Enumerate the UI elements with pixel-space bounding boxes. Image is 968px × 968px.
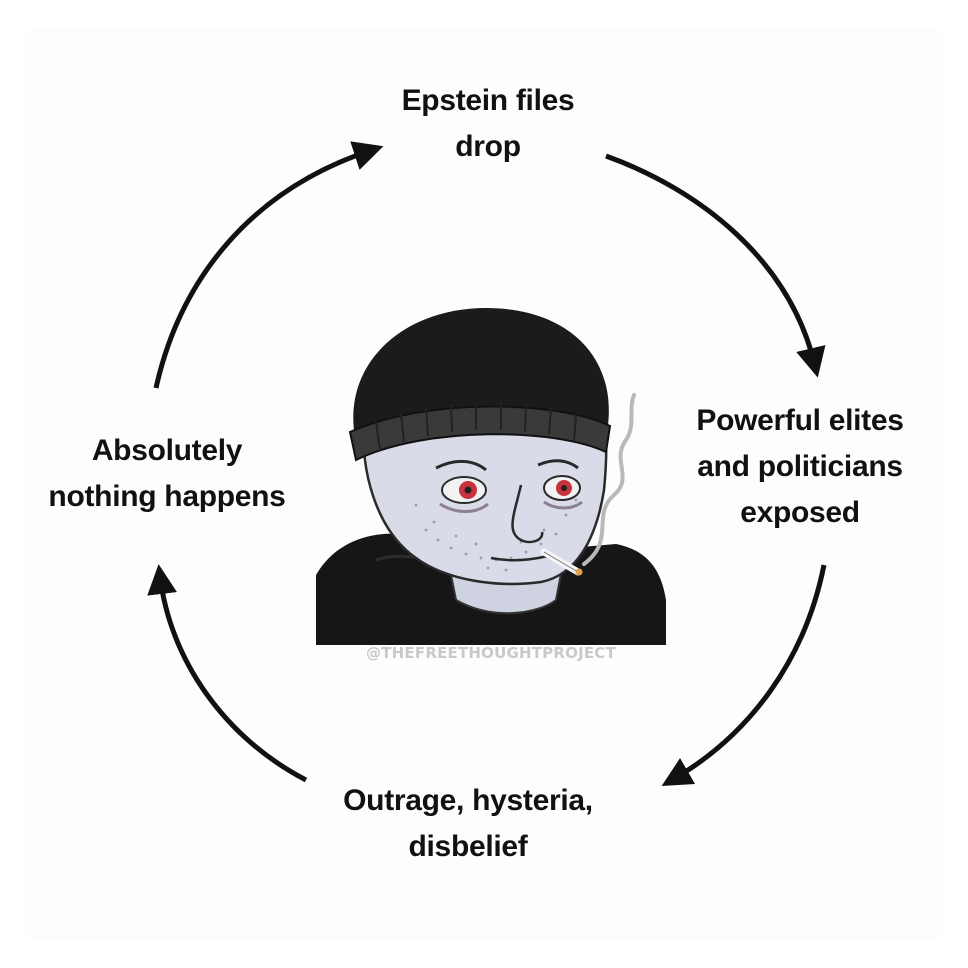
step-elites-exposed: Powerful elites and politicians exposed (696, 404, 904, 529)
watermark-text: @THEFREETHOUGHTPROJECT (366, 644, 616, 662)
arrow-right-to-bottom (661, 564, 827, 787)
doomer-wojak-icon (316, 308, 666, 645)
arrow-bottom-to-left (147, 564, 308, 783)
cigarette-icon (540, 548, 583, 576)
arrow-left-to-top (153, 141, 384, 389)
step-outrage: Outrage, hysteria, disbelief (343, 784, 593, 863)
step-nothing-happens: Absolutely nothing happens (48, 434, 286, 513)
red-eyes (439, 475, 583, 513)
beanie-shape (353, 308, 609, 430)
smoke-icon (582, 393, 636, 566)
step-epstein-files-drop: Epstein files drop (401, 84, 575, 163)
beanie-rib (375, 403, 577, 451)
arrow-top-to-right (605, 153, 826, 378)
